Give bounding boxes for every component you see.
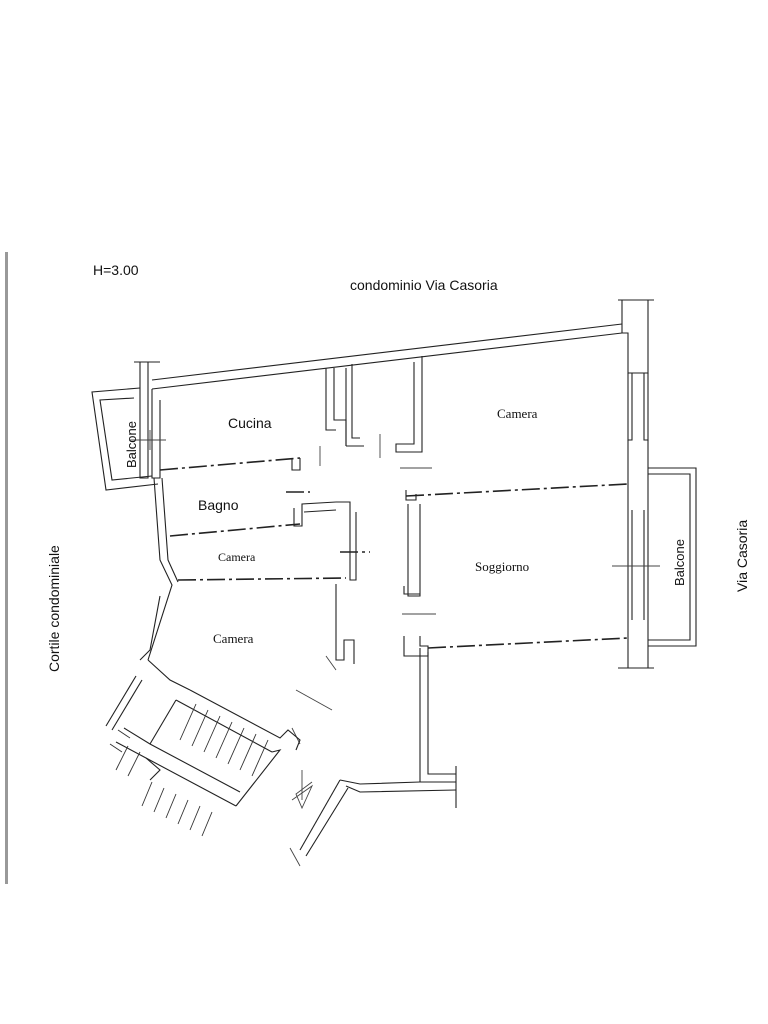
north-street-label: condominio Via Casoria	[350, 277, 498, 293]
east-balcony	[648, 467, 697, 647]
interior-walls	[159, 356, 629, 745]
room-label-camera-bottom: Camera	[213, 631, 254, 646]
room-label-bagno: Bagno	[198, 497, 239, 513]
staircase	[105, 675, 314, 837]
room-label-balcone-west: Balcone	[124, 421, 139, 468]
room-label-cucina: Cucina	[228, 415, 272, 431]
courtyard-label: Cortile condominiale	[46, 545, 62, 672]
room-label-camera-top: Camera	[497, 406, 538, 421]
room-label-camera-small: Camera	[218, 550, 256, 564]
outer-walls	[134, 299, 660, 867]
west-balcony	[91, 387, 166, 491]
east-street-label: Via Casoria	[734, 520, 750, 592]
room-label-balcone-east: Balcone	[672, 539, 687, 586]
height-note: H=3.00	[93, 262, 139, 278]
room-label-soggiorno: Soggiorno	[475, 559, 529, 574]
